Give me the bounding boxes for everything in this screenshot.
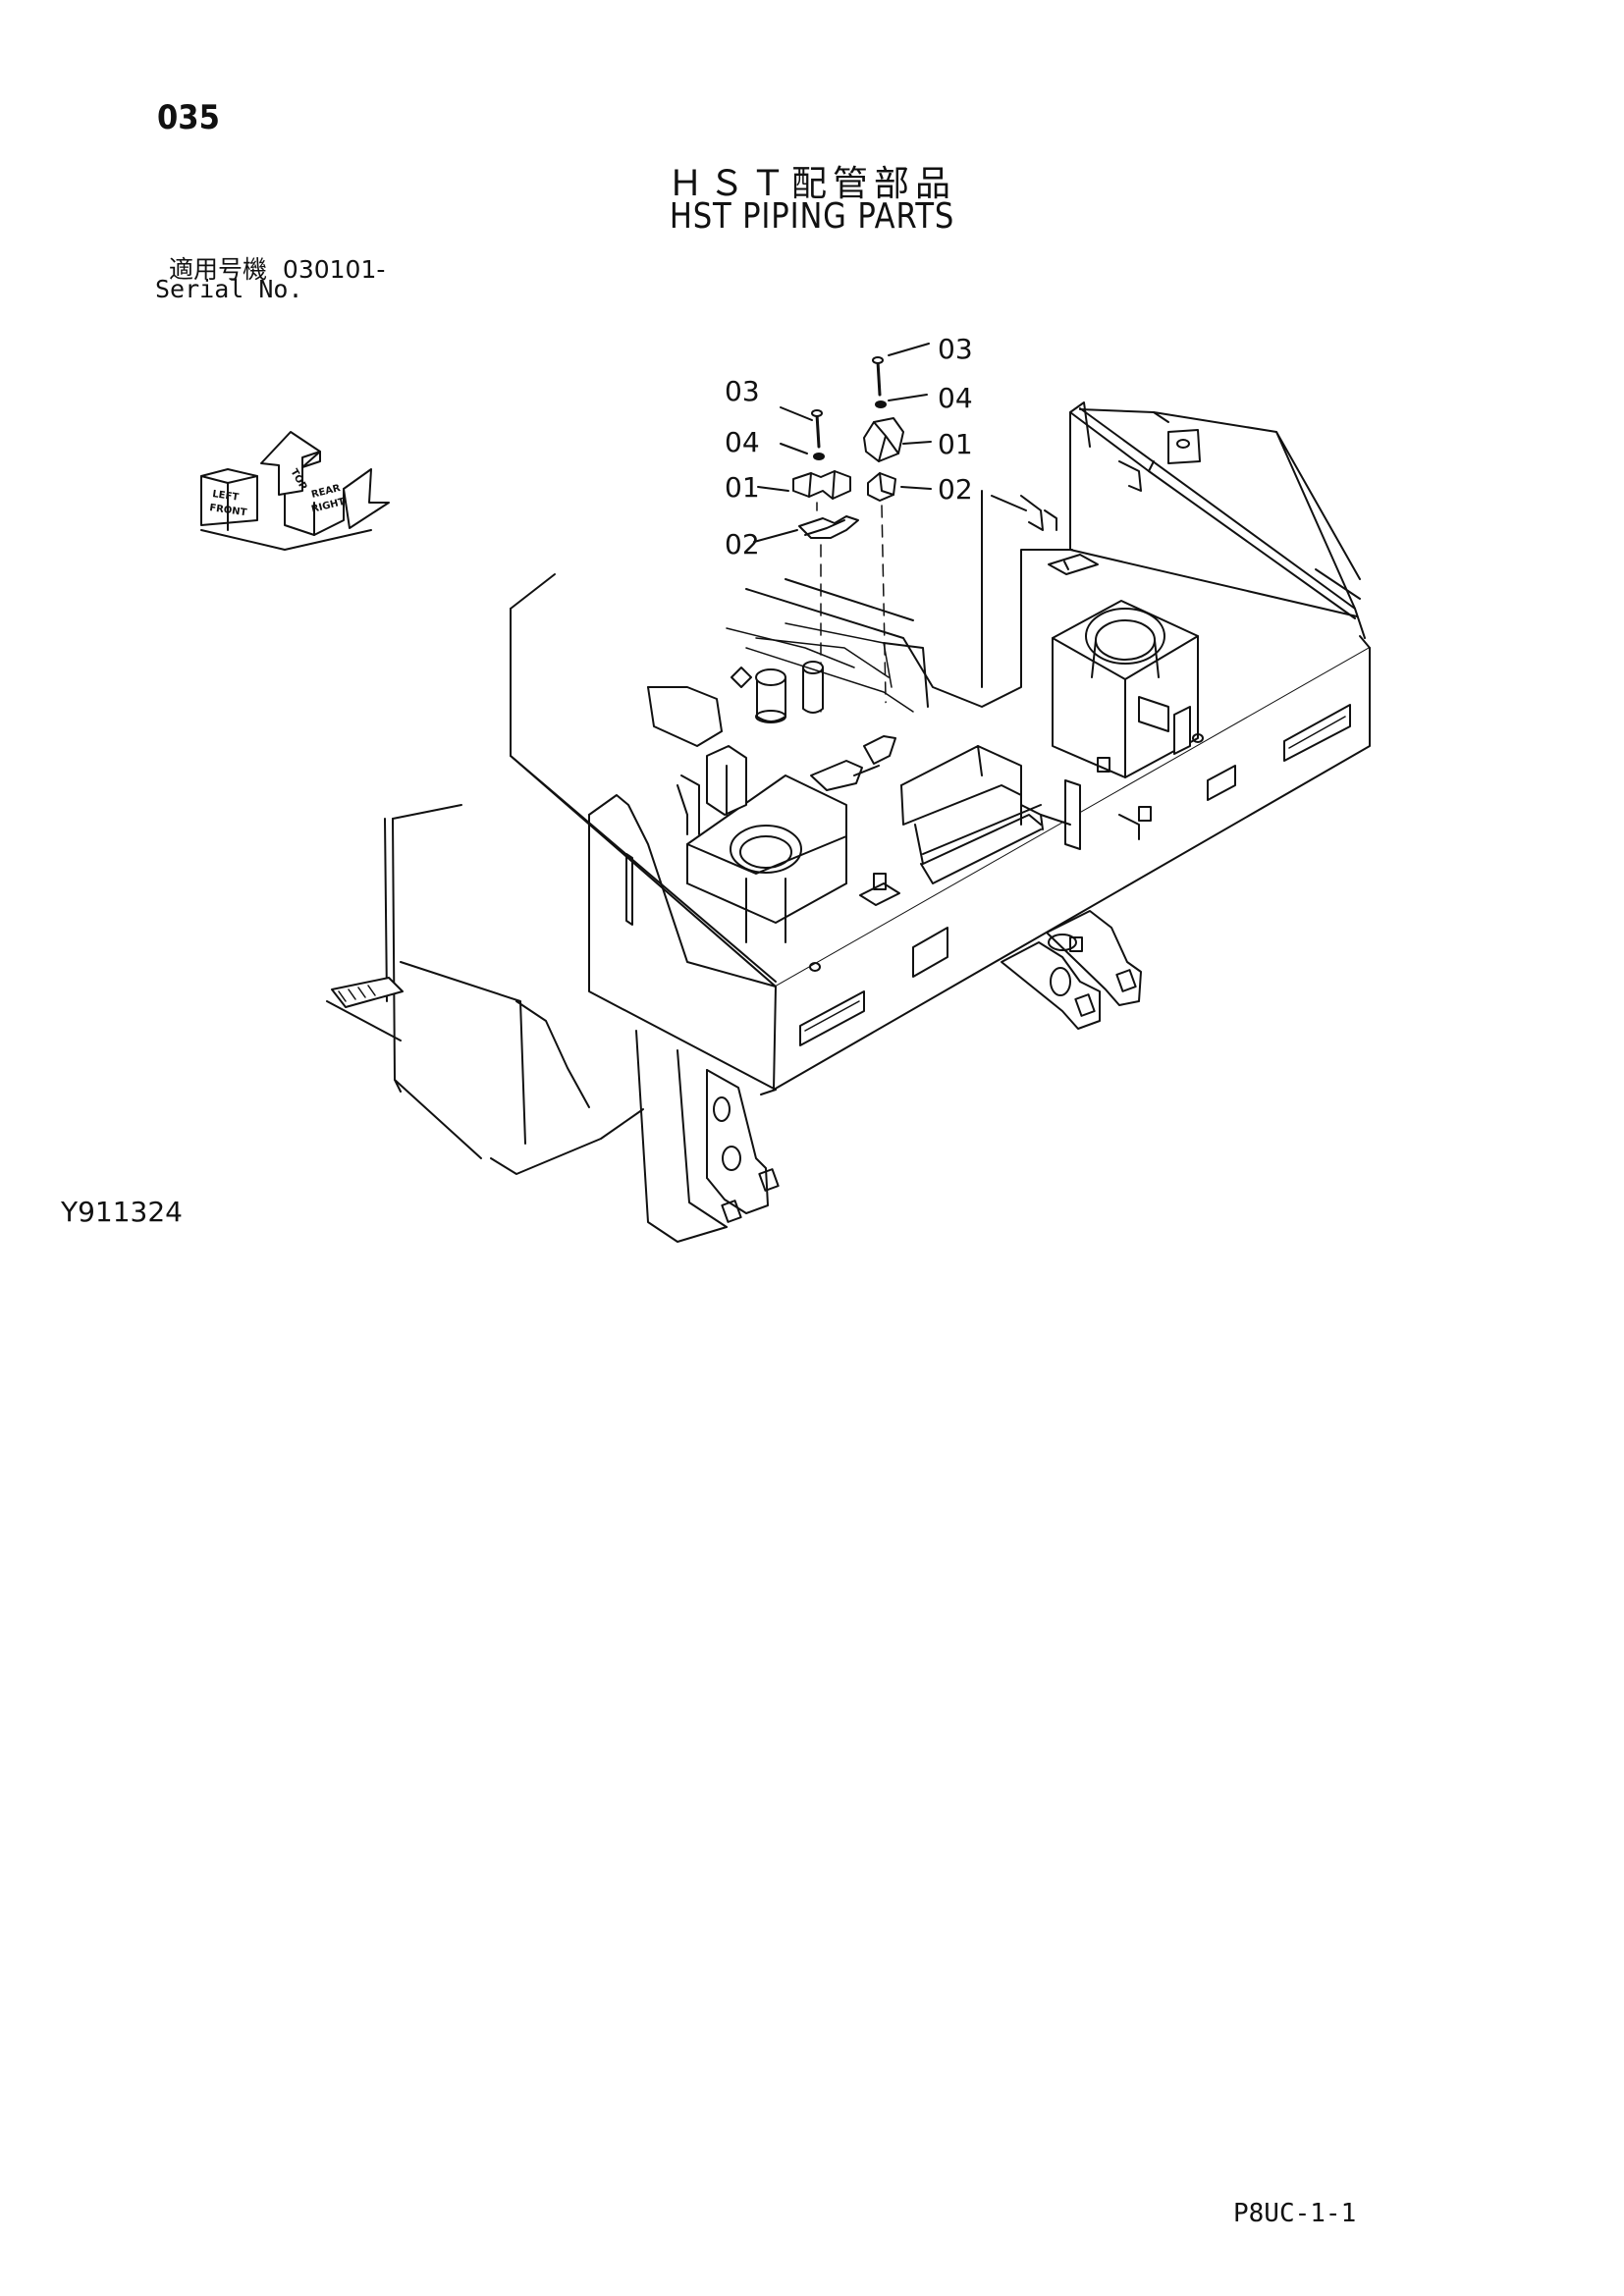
page-title-english: HST PIPING PARTS: [669, 196, 955, 237]
callout-right-clamp: 01: [938, 428, 973, 460]
serial-label-english: Serial No.: [155, 275, 303, 303]
callout-labels: 03 04 01 02 03 04 01 02: [725, 333, 973, 561]
callout-right-plate: 02: [938, 473, 973, 506]
direction-left-label: LEFT: [212, 489, 240, 504]
direction-indicator-icon: FRONT LEFT TOP RIGHT REAR: [200, 431, 390, 551]
serial-value: 030101-: [282, 255, 386, 284]
serial-range: 適用号機 030101-: [169, 250, 385, 286]
figure-code: Y911324: [61, 1196, 183, 1228]
direction-front-label: FRONT: [209, 503, 248, 518]
frame-assembly: [326, 401, 1371, 1243]
callout-left-clamp: 01: [725, 471, 760, 504]
callout-right-washer: 04: [938, 382, 973, 414]
callout-left-plate: 02: [725, 528, 760, 561]
callout-right-bolt: 03: [938, 333, 973, 365]
page-number: 035: [157, 98, 220, 137]
left-clamp-stack: [753, 406, 859, 776]
page-title-japanese: ＨＳＴ配管部品: [667, 164, 956, 204]
callout-left-washer: 04: [725, 426, 760, 458]
sheet-code: P8UC-1-1: [1233, 2199, 1357, 2228]
serial-label-japanese: 適用号機: [169, 255, 268, 284]
callout-left-bolt: 03: [725, 375, 760, 407]
right-clamp-stack: [863, 343, 932, 747]
